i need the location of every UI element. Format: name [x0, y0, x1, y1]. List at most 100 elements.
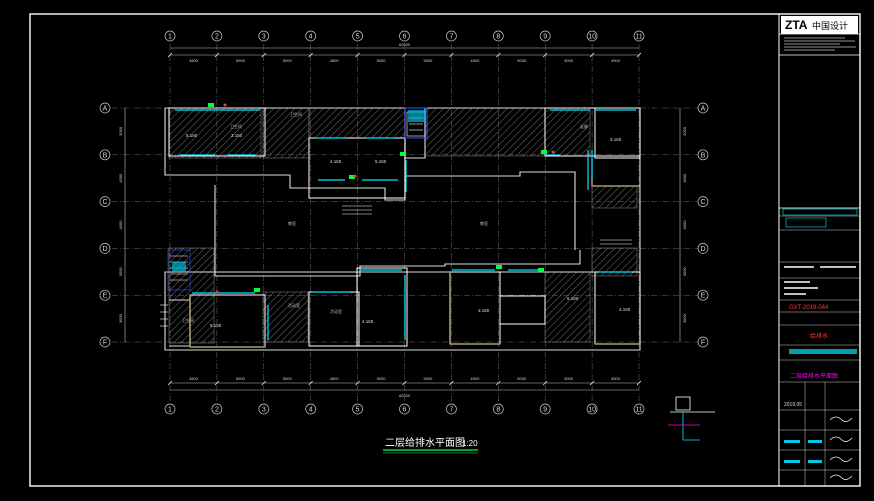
axis-bubble-1-top	[164, 30, 176, 42]
dim-tick-bottom-10	[589, 380, 595, 386]
plumbing-pipes	[175, 109, 636, 340]
dim-tick-top-2	[214, 52, 220, 58]
axis-bubble-C-left	[99, 196, 111, 207]
dim-bay-bottom-3: 5000	[283, 376, 293, 381]
title-block: ZTA 中国设计	[778, 13, 861, 487]
axis-bubble-6-bottom	[399, 403, 410, 415]
dim-tick-bottom-2	[214, 380, 220, 386]
dim-tick-bottom-9	[542, 380, 548, 386]
axis-bubble-8-bottom	[492, 403, 504, 415]
room-name-label: 走廊	[580, 123, 588, 129]
dim-bay-bottom-9: 5000	[564, 376, 574, 381]
dim-row-left-4: 3000	[118, 267, 123, 277]
axis-bubble-9-top	[539, 30, 551, 42]
room-elevation-tag: 3.150	[478, 308, 490, 313]
axis-bubble-6-top	[399, 30, 410, 42]
room-elevation-tag: 4.150	[362, 319, 374, 324]
dim-bay-top-8: 5000	[517, 58, 527, 63]
dim-tick-top-11	[636, 52, 642, 58]
dim-bay-top-3: 5000	[283, 58, 293, 63]
sheet-name: 二层给排水平面图	[790, 372, 838, 380]
axis-bubble-B-left	[99, 149, 111, 161]
dim-bay-top-4: 4500	[330, 58, 340, 63]
axis-bubble-5-bottom	[352, 403, 363, 415]
axis-label-F-left: F	[103, 340, 107, 347]
axis-label-4-bottom: 4	[309, 407, 313, 414]
room-name-label: 教室	[480, 220, 488, 226]
dim-tick-bottom-8	[496, 380, 501, 386]
axis-label-C-right: C	[700, 199, 705, 206]
partitions	[189, 185, 640, 348]
dim-row-right-1: 3000	[682, 126, 687, 136]
dim-row-right-4: 3000	[682, 267, 687, 277]
axis-bubble-A-left	[99, 102, 111, 114]
dim-row-left-1: 3000	[118, 126, 123, 136]
room-name-label: 活动室	[288, 302, 300, 308]
axis-label-E-right: E	[701, 293, 706, 300]
discipline-label: 给排水	[810, 332, 828, 340]
axis-label-11-top: 11	[635, 34, 642, 41]
room-name-label: 活动室	[330, 308, 342, 314]
axis-label-C-left: C	[102, 199, 107, 206]
axis-label-A-right: A	[701, 106, 706, 113]
axis-label-9-top: 9	[543, 34, 547, 41]
axis-bubble-D-left	[99, 243, 111, 254]
dim-bay-bottom-7: 4500	[470, 376, 480, 381]
dim-row-right-5: 3000	[682, 313, 687, 323]
dim-bay-top-5: 5000	[377, 58, 387, 63]
detail-symbol	[668, 396, 715, 441]
dim-row-left-2: 4000	[118, 173, 123, 183]
axis-bubble-11-top	[633, 30, 645, 42]
dim-overall-bottom: 62000	[399, 393, 411, 398]
company-name: 中国设计	[812, 20, 848, 31]
room-elevation-tag: 3.150	[231, 133, 243, 138]
axis-bubble-C-right	[697, 196, 709, 207]
axis-bubble-2-bottom	[211, 403, 223, 415]
dim-bay-top-2: 5000	[236, 58, 246, 63]
room-elevation-tag: 3.150	[610, 137, 622, 142]
axis-bubble-9-bottom	[539, 403, 551, 415]
dim-row-right-2: 4000	[682, 173, 687, 183]
room-elevation-tag: 5.150	[567, 296, 579, 301]
dim-bay-top-10: 4500	[611, 58, 621, 63]
axis-bubble-4-top	[305, 30, 317, 42]
axis-bubble-11-bottom	[633, 403, 645, 415]
dim-bay-bottom-6: 5000	[423, 376, 433, 381]
axis-label-A-left: A	[103, 106, 108, 113]
dim-tick-top-6	[402, 52, 407, 58]
axis-label-8-bottom: 8	[496, 407, 500, 414]
axis-label-2-bottom: 2	[215, 407, 219, 414]
axis-label-6-bottom: 6	[403, 407, 407, 414]
dim-tick-bottom-5	[355, 380, 360, 386]
room-name-label: 教室	[288, 220, 296, 226]
axis-bubble-10-bottom	[586, 403, 598, 415]
room-elevation-tag: 5.150	[186, 133, 198, 138]
dim-bay-bottom-5: 5000	[377, 376, 387, 381]
dim-bay-bottom-10: 4500	[611, 376, 621, 381]
axis-label-E-left: E	[103, 293, 108, 300]
axis-bubble-D-right	[697, 243, 709, 254]
axis-label-6-top: 6	[403, 34, 407, 41]
dim-bay-top-6: 5000	[423, 58, 433, 63]
axis-grid: 1122334455667788991010111145004500500050…	[99, 30, 709, 415]
hatched-zones	[168, 107, 638, 344]
axis-bubble-8-top	[492, 30, 504, 42]
dim-tick-bottom-6	[402, 380, 407, 386]
axis-label-3-bottom: 3	[262, 407, 266, 414]
axis-label-1-bottom: 1	[168, 407, 172, 414]
room-elevation-tag: 4.150	[330, 159, 342, 164]
dim-tick-top-9	[542, 52, 548, 58]
dim-bay-top-9: 5000	[564, 58, 574, 63]
room-elevation-tag: 5.150	[210, 323, 222, 328]
axis-bubble-7-top	[446, 30, 457, 42]
dim-tick-bottom-7	[449, 380, 454, 386]
axis-label-7-top: 7	[449, 34, 453, 41]
axis-bubble-4-bottom	[305, 403, 317, 415]
sheet-border	[29, 13, 861, 487]
dim-bay-bottom-1: 4500	[189, 376, 199, 381]
dim-row-left-5: 3000	[118, 313, 123, 323]
axis-bubble-F-left	[99, 336, 111, 348]
dim-tick-top-10	[589, 52, 595, 58]
axis-label-F-right: F	[701, 340, 705, 347]
axis-label-5-bottom: 5	[356, 407, 360, 414]
